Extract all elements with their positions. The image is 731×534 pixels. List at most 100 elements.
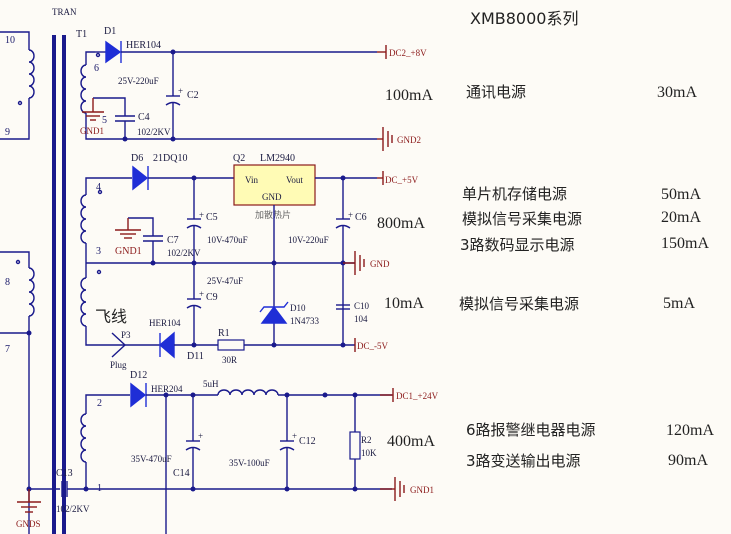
c4-ref: C4 [138,112,150,123]
primary-winding-1 [0,31,35,140]
capacitor-c10 [336,304,350,310]
load-name-2-3: 3路数码显示电源 [460,236,575,254]
ground-gnd1 [394,477,405,501]
svg-text:+: + [199,289,204,299]
load-name-4-2: 3路变送输出电源 [466,452,581,470]
c14-ref: C14 [173,468,190,479]
ground-symbol-gnd1-top [82,98,104,121]
secondary-winding-6-5 [80,51,106,114]
ground-gnd2 [382,127,393,151]
pin-7: 7 [5,344,10,355]
secondary-winding-2-1 [80,394,130,492]
c7-value: 102/2KV [167,248,201,258]
net-dc1-24v: DC1_+24V [396,391,439,401]
d10-ref: D10 [290,303,306,313]
secondary-winding-flying [80,263,125,346]
net-gnds: GNDS [16,519,41,529]
pin-5: 5 [102,115,107,126]
c6-ref: C6 [355,212,367,223]
transformer-label: TRAN [52,7,77,17]
q2-pin-vin: Vin [245,175,258,185]
load-current-4-1: 120mA [666,422,714,439]
load-current-2-2: 20mA [661,209,701,226]
pin-2: 2 [97,398,102,409]
c5-value: 10V-470uF [207,235,248,245]
flying-wire-label: 飞线 [95,307,127,326]
rail-current-4: 400mA [387,433,435,450]
svg-text:+: + [199,210,204,220]
q2-pin-vout: Vout [286,175,303,185]
load-current-2-1: 50mA [661,186,701,203]
c13-ref: C13 [56,468,73,479]
net-gnd: GND [370,259,390,269]
c14-value: 35V-470uF [131,454,172,464]
diode-d1 [105,40,122,64]
capacitor-c14: + [185,395,203,489]
d11-value: HER104 [149,318,181,328]
ground-symbol-gnd1-mid [115,218,141,239]
inductor-value: 5uH [203,379,219,389]
c6-value: 10V-220uF [288,235,329,245]
capacitor-c7 [128,217,163,263]
load-name-4-1: 6路报警继电器电源 [466,421,596,439]
c12-ref: C12 [299,436,316,447]
ground-gnd [354,251,365,275]
ground-gnds [17,489,41,513]
gnd1-label-top: GND1 [80,126,104,136]
d1-value: HER104 [126,40,161,51]
resistor-r1 [217,339,245,351]
c10-ref: C10 [354,301,370,311]
capacitor-c13 [26,481,86,497]
pin-9: 9 [5,127,10,138]
q2-value: LM2940 [260,153,295,164]
rail-current-1: 100mA [385,87,433,104]
load-current-3-1: 5mA [663,295,695,312]
inductor [217,389,279,396]
load-name-2-1: 单片机存储电源 [462,185,567,203]
p3-value: Plug [110,360,127,370]
transformer-core [52,35,66,534]
c10-value: 104 [354,314,368,324]
pin-8: 8 [5,277,10,288]
net-dc2-8v: DC2_+8V [389,48,427,58]
p3-ref: P3 [121,330,131,340]
c4-value: 102/2KV [137,127,171,137]
zener-d10 [259,301,289,324]
diode-d11 [125,331,175,359]
d10-value: 1N4733 [290,316,319,326]
d12-ref: D12 [130,370,147,381]
c5-ref: C5 [206,212,218,223]
resistor-r2 [349,395,361,489]
c2-value: 25V-220uF [118,76,159,86]
c2-ref: C2 [187,90,199,101]
d12-value: HER204 [151,384,183,394]
d11-ref: D11 [187,351,204,362]
capacitor-c5: + [186,178,204,263]
gnd1-label-mid: GND1 [115,246,142,257]
net-dc-5v: DC_+5V [385,175,419,185]
diode-d12 [130,382,147,408]
svg-text:+: + [178,86,183,96]
load-current-4-2: 90mA [668,452,708,469]
capacitor-c6: + [335,178,353,345]
c12-value: 35V-100uF [229,458,270,468]
pin-6: 6 [94,63,99,74]
r1-ref: R1 [218,328,230,339]
capacitor-c4 [85,97,377,142]
d6-value: 21DQ10 [153,153,187,164]
c13-value: 102/2KV [56,504,90,514]
pin-3: 3 [96,246,101,257]
q2-ref: Q2 [233,153,245,164]
rail-current-3: 10mA [384,295,424,312]
svg-text:+: + [198,431,203,441]
q2-pin-gnd: GND [262,192,282,202]
r2-value: 10K [361,448,377,458]
load-name-3-1: 模拟信号采集电源 [459,295,579,313]
pin-4: 4 [96,182,101,193]
net-gnd2: GND2 [397,135,421,145]
transformer-ref: T1 [76,29,87,40]
capacitor-c2: + [165,52,183,139]
load-name-1-1: 通讯电源 [466,83,526,101]
diode-d6 [132,165,149,191]
